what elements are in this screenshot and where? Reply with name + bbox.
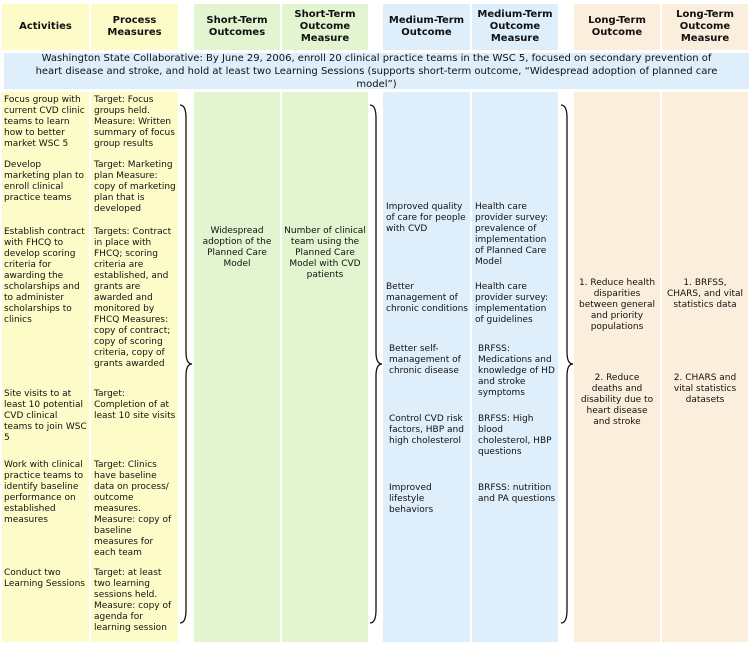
medium-outcome-item: Control CVD risk factors, HBP and high c… <box>389 414 464 446</box>
process-measure-item: Target: Completion of at least 10 site v… <box>94 389 176 421</box>
header-long-term-outcome-measure: Long-Term Outcome Measure <box>662 4 748 50</box>
activity-item: Develop marketing plan to enroll clinica… <box>4 160 85 203</box>
activity-item: Site visits to at least 10 potential CVD… <box>4 389 87 443</box>
process-measures-column <box>91 92 178 642</box>
medium-measure-item: Health care provider survey: prevalence … <box>475 202 549 267</box>
header-medium-term-outcome-measure: Medium-Term Outcome Measure <box>472 4 558 50</box>
goal-banner: Washington State Collaborative: By June … <box>4 53 749 90</box>
short-term-outcomes-column <box>194 92 280 642</box>
medium-measure-item: Health care provider survey: implementat… <box>475 282 549 325</box>
header-medium-term-outcome: Medium-Term Outcome <box>383 4 470 50</box>
right-brace-icon <box>369 104 383 624</box>
process-measure-item: Target: Marketing plan Measure: copy of … <box>94 160 176 214</box>
medium-measure-item: BRFSS: Medications and knowledge of HD a… <box>478 344 555 398</box>
right-brace-icon <box>179 104 193 624</box>
short-term-outcome-text: Widespread adoption of the Planned Care … <box>202 226 272 269</box>
header-process-measures: Process Measures <box>91 4 178 50</box>
medium-term-measure-column <box>472 92 558 642</box>
medium-measure-item: BRFSS: High blood cholesterol, HBP quest… <box>478 414 552 457</box>
activity-item: Focus group with current CVD clinic team… <box>4 95 85 149</box>
short-term-measure-column <box>282 92 368 642</box>
medium-outcome-item: Better self-management of chronic diseas… <box>389 344 461 376</box>
activity-item: Work with clinical practice teams to ide… <box>4 460 84 525</box>
short-term-measure-text: Number of clinical team using the Planne… <box>284 226 366 280</box>
process-measure-item: Targets: Contract in place with FHCQ; sc… <box>94 227 172 369</box>
long-measure-item: 2. CHARS and vital statistics datasets <box>673 373 737 405</box>
medium-outcome-item: Better management of chronic conditions <box>386 282 468 314</box>
process-measure-item: Target: Focus groups held. Measure: Writ… <box>94 95 175 149</box>
medium-outcome-item: Improved quality of care for people with… <box>386 202 466 234</box>
medium-outcome-item: Improved lifestyle behaviors <box>389 483 434 515</box>
activities-column <box>2 92 89 642</box>
long-measure-item: 1. BRFSS, CHARS, and vital statistics da… <box>666 278 744 310</box>
header-short-term-outcome-measure: Short-Term Outcome Measure <box>282 4 368 50</box>
activity-item: Establish contract with FHCQ to develop … <box>4 227 85 325</box>
header-long-term-outcome: Long-Term Outcome <box>574 4 660 50</box>
activity-item: Conduct two Learning Sessions <box>4 568 85 589</box>
right-brace-icon <box>560 104 574 624</box>
long-term-outcome-column <box>574 92 660 642</box>
long-outcome-item: 2. Reduce deaths and disability due to h… <box>580 373 654 427</box>
long-outcome-item: 1. Reduce health disparities between gen… <box>578 278 656 332</box>
process-measure-item: Target: Clinics have baseline data on pr… <box>94 460 172 558</box>
process-measure-item: Target: at least two learning sessions h… <box>94 568 172 633</box>
header-short-term-outcomes: Short-Term Outcomes <box>194 4 280 50</box>
long-term-measure-column <box>662 92 748 642</box>
medium-measure-item: BRFSS: nutrition and PA questions <box>478 483 556 504</box>
header-activities: Activities <box>2 4 89 50</box>
medium-term-outcome-column <box>383 92 470 642</box>
